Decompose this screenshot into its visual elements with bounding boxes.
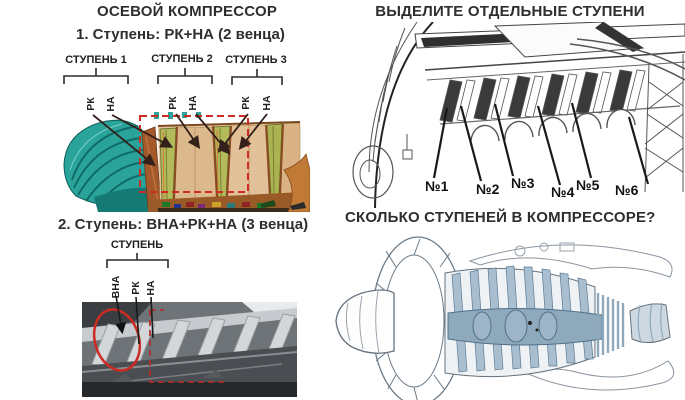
stage-number-2: №2 <box>476 181 500 197</box>
stage-number-3: №3 <box>511 175 535 191</box>
stage1-bracket <box>63 68 129 84</box>
stage-number-5: №5 <box>576 177 600 193</box>
stages-line-drawing <box>352 22 685 208</box>
stage2-label: СТУПЕНЬ 2 <box>151 53 213 65</box>
stage1-label: СТУПЕНЬ 1 <box>65 54 127 66</box>
stage-number-1: №1 <box>425 178 449 194</box>
stage-bracket-bottom <box>106 253 169 268</box>
colored-compressor-cutaway-image <box>63 112 310 212</box>
rk-label: РК <box>130 281 142 295</box>
left-subtitle-1: 1. Ступень: РК+НА (2 венца) <box>76 26 285 43</box>
vna-photo-image <box>82 302 297 397</box>
right-title-1: ВЫДЕЛИТЕ ОТДЕЛЬНЫЕ СТУПЕНИ <box>375 3 645 20</box>
na-label: НА <box>145 280 157 296</box>
stage2-bracket <box>157 68 213 84</box>
vna-label: ВНА <box>110 275 122 299</box>
left-title: ОСЕВОЙ КОМПРЕССОР <box>96 3 278 20</box>
right-title-2: СКОЛЬКО СТУПЕНЕЙ В КОМПРЕССОРЕ? <box>345 209 656 226</box>
engine-line-drawing <box>335 236 675 400</box>
stage-number-6: №6 <box>615 182 639 198</box>
stage3-bracket <box>231 69 283 85</box>
stage3-label: СТУПЕНЬ 3 <box>225 54 287 66</box>
stage-number-4: №4 <box>551 184 575 200</box>
left-subtitle-2: 2. Ступень: ВНА+РК+НА (3 венца) <box>58 216 309 233</box>
stage-label: СТУПЕНЬ <box>110 239 164 251</box>
